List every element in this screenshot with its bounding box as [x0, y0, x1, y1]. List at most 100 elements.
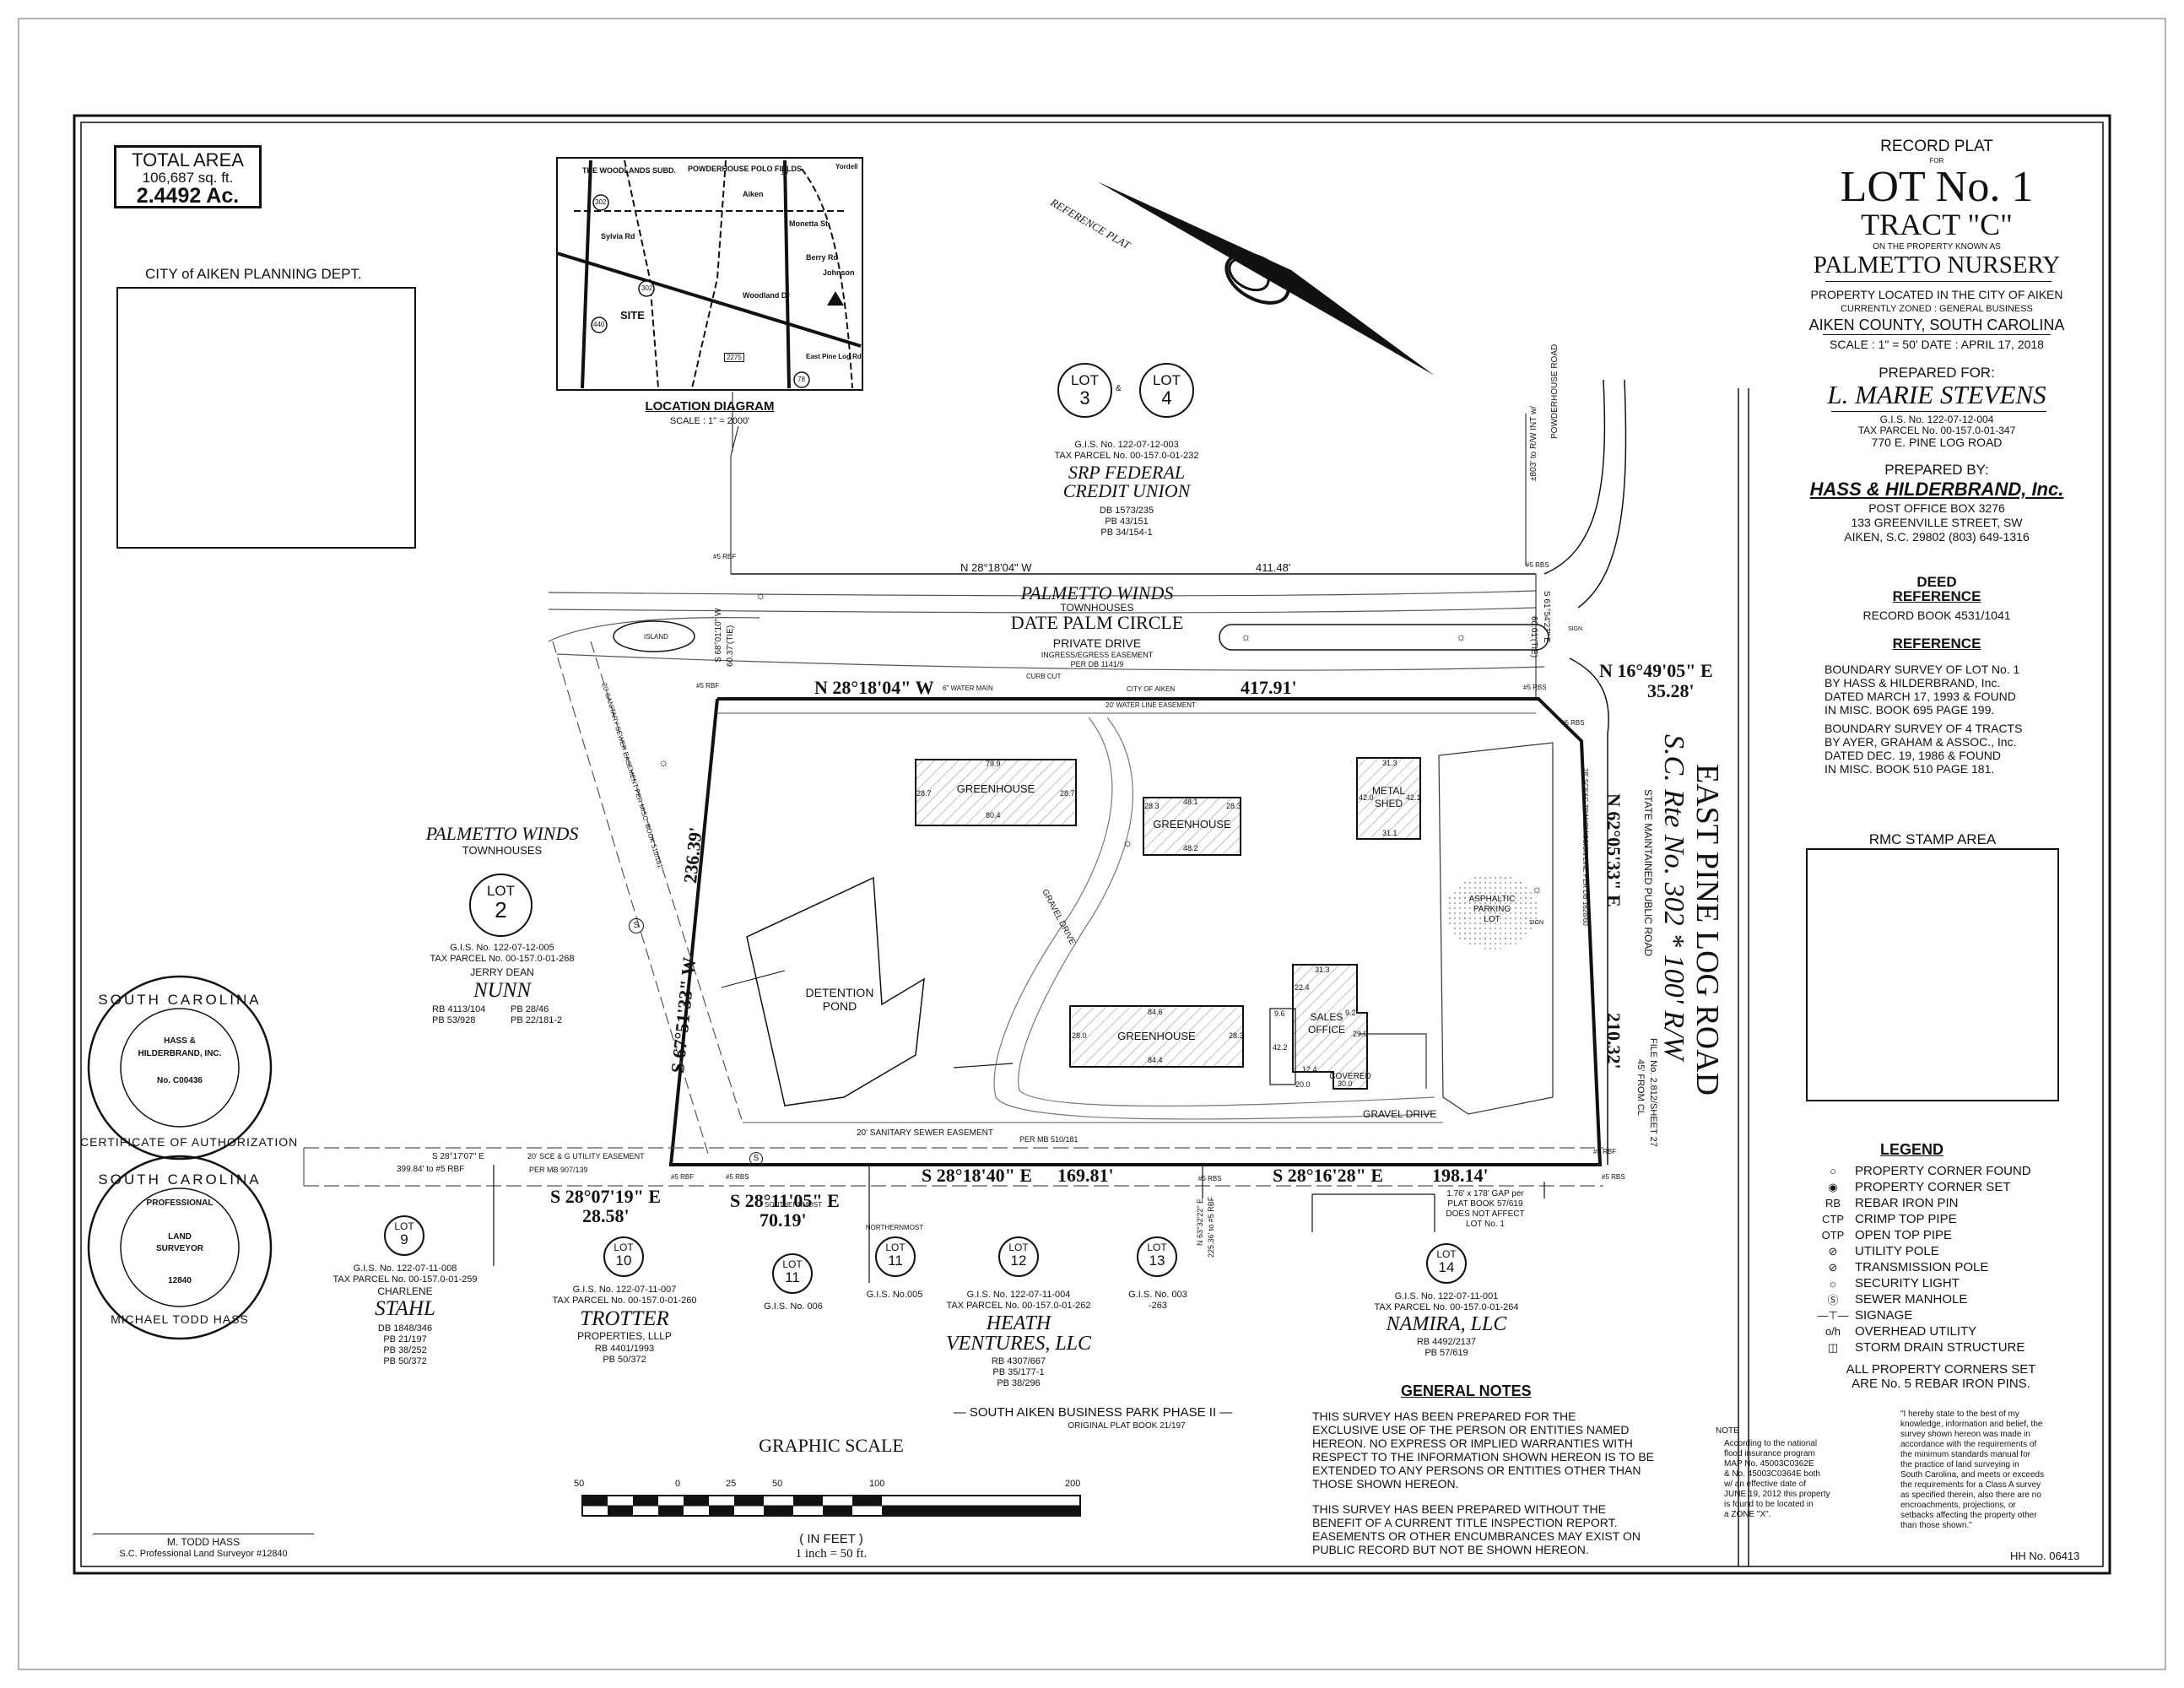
corner-tag: #5 RBF — [671, 1173, 695, 1181]
metal-shed-label: METAL SHED — [1371, 785, 1406, 809]
security-light-icon: ☼ — [1532, 882, 1543, 895]
loc-polo-label: POWDERHOUSE POLO FIELDS — [688, 165, 803, 173]
asphalt-stipple — [1446, 874, 1538, 950]
surveyor-title: S.C. Professional Land Surveyor #12840 — [119, 1549, 288, 1559]
planning-dept-label: CITY of AIKEN PLANNING DEPT. — [145, 266, 362, 282]
sales-office-label: SALES OFFICE — [1308, 1011, 1345, 1036]
island-shape — [613, 620, 695, 652]
rmc-stamp-area — [1806, 848, 2059, 1101]
north-arrow — [1097, 181, 1435, 376]
sewer-manhole-icon: Ⓢ — [1827, 1294, 1839, 1307]
metal-shed — [1356, 757, 1421, 840]
legend-row: ◉PROPERTY CORNER SET — [1811, 1179, 2098, 1195]
loc-sylvia-label: Sylvia Rd — [601, 232, 635, 241]
county-label: AIKEN COUNTY, SOUTH CAROLINA — [1808, 316, 2065, 333]
graphic-scale-bar — [581, 1495, 1081, 1517]
median-shape — [1219, 624, 1549, 651]
reference-item-1: BOUNDARY SURVEY OF LOT No. 1 BY HASS & H… — [1825, 663, 2020, 717]
transmission-pole-icon: ⊘ — [1828, 1260, 1838, 1274]
south-seg4-bearing: S 28°16'28" E — [1273, 1165, 1384, 1186]
flood-note-heading: NOTE — [1716, 1426, 1739, 1436]
security-light-icon: ☼ — [755, 588, 766, 602]
legend-row: —⊤—SIGNAGE — [1811, 1307, 2098, 1323]
loc-woodland-dr-label: Woodland Dr — [743, 291, 790, 300]
corner-tag: #5 RBS — [1523, 684, 1547, 691]
south-seg4-distance: 198.14' — [1432, 1165, 1489, 1186]
corner-tag: #5 RBS — [1561, 719, 1585, 727]
loc-epl-label: East Pine Log Rd — [806, 353, 862, 360]
loc-route-78: 78 — [797, 376, 805, 383]
firm-po-box: POST OFFICE BOX 3276 — [1868, 501, 2005, 515]
storm-drain-icon: ◫ — [1827, 1340, 1839, 1354]
legend-note-2: ARE No. 5 REBAR IRON PINS. — [1852, 1377, 2030, 1391]
client-gis: G.I.S. No. 122-07-12-004 — [1879, 414, 1994, 425]
legend-row: ⊘UTILITY POLE — [1811, 1243, 2098, 1259]
loc-berry-label: Berry Rd — [806, 253, 839, 262]
deed-record-book: RECORD BOOK 4531/1041 — [1862, 609, 2011, 622]
scale-tick-50l: 50 — [574, 1479, 585, 1489]
greenhouse-2 — [1143, 797, 1241, 856]
deed-heading: DEED — [1916, 574, 1957, 590]
south-aiken-sub: ORIGINAL PLAT BOOK 21/197 — [1068, 1421, 1186, 1431]
date-palm-circle-label: DATE PALM CIRCLE — [1010, 612, 1184, 633]
legend-row: ⊘TRANSMISSION POLE — [1811, 1259, 2098, 1275]
east-boundary-1-distance: 35.28' — [1647, 680, 1695, 701]
loc-route-19: 19 — [781, 169, 788, 176]
sign-label-1: SIGN — [1568, 626, 1583, 632]
graphic-scale-title: GRAPHIC SCALE — [759, 1435, 904, 1456]
legend-note-1: ALL PROPERTY CORNERS SET — [1846, 1362, 2036, 1377]
security-light-icon: ☼ — [1456, 630, 1467, 643]
legend-list: ○PROPERTY CORNER FOUND ◉PROPERTY CORNER … — [1811, 1163, 2098, 1355]
for-label: FOR — [1929, 157, 1944, 165]
rmc-stamp-label: RMC STAMP AREA — [1868, 831, 1997, 847]
loc-route-302b: 302 — [641, 284, 653, 292]
sales-office — [1292, 964, 1368, 1090]
record-plat-label: RECORD PLAT — [1880, 138, 1993, 155]
greenhouse-3 — [1069, 1005, 1244, 1068]
south-seg3-distance: 169.81' — [1057, 1165, 1114, 1186]
corner-found-icon: ○ — [1830, 1165, 1836, 1177]
firm-name: HASS & HILDERBRAND, Inc. — [1809, 479, 2064, 500]
legend-row: ☼SECURITY LIGHT — [1811, 1275, 2098, 1291]
corner-tag: #5 RBS — [1198, 1175, 1222, 1182]
signage-icon: —⊤— — [1817, 1308, 1849, 1322]
property-located: PROPERTY LOCATED IN THE CITY OF AIKEN — [1810, 288, 2063, 301]
gap-note: 1.76' x 178' GAP per PLAT BOOK 57/619 DO… — [1446, 1189, 1525, 1229]
scale-tick-0: 0 — [675, 1479, 681, 1489]
sewer-manhole-icon: S — [749, 1152, 763, 1166]
total-area-acres: 2.4492 Ac. — [136, 184, 240, 208]
corner-tag: #5 RBF — [713, 553, 737, 560]
south-seg1-distance: 28.58' — [582, 1205, 630, 1226]
scale-tick-50: 50 — [772, 1479, 783, 1489]
south-seg2-distance: 70.19' — [760, 1209, 807, 1231]
loc-yordell-label: Yordell — [835, 163, 858, 170]
prepared-for-label: PREPARED FOR: — [1879, 365, 1995, 381]
surveyor-name: M. TODD HASS — [166, 1536, 241, 1548]
planning-dept-stamp-area — [116, 287, 416, 549]
island-label: ISLAND — [644, 633, 668, 641]
security-light-icon: ☼ — [1122, 836, 1133, 849]
legend-heading: LEGEND — [1880, 1141, 1944, 1158]
seal1-line3: No. C00436 — [157, 1076, 203, 1085]
north-boundary-bearing: N 28°18'04" W — [814, 677, 934, 698]
corner-tag: #5 RBS — [1602, 1173, 1625, 1181]
scale-tick-100: 100 — [869, 1479, 885, 1489]
seal2-line2: SURVEYOR — [156, 1244, 203, 1253]
seal1-line2: HILDERBRAND, INC. — [138, 1049, 222, 1058]
loc-monetta-label: Monetta St — [789, 219, 828, 228]
lot10-owner: TROTTER — [580, 1307, 669, 1330]
client-tax-parcel: TAX PARCEL No. 00-157.0-01-347 — [1857, 425, 2016, 436]
client-name: L. MARIE STEVENS — [1827, 380, 2046, 409]
corner-tag: #5 RBF — [1593, 1148, 1617, 1155]
corner-tag: #5 RBF — [696, 682, 720, 690]
lot9-owner: STAHL — [375, 1297, 435, 1320]
seal1-bottom-text: CERTIFICATE OF AUTHORIZATION — [80, 1135, 299, 1149]
